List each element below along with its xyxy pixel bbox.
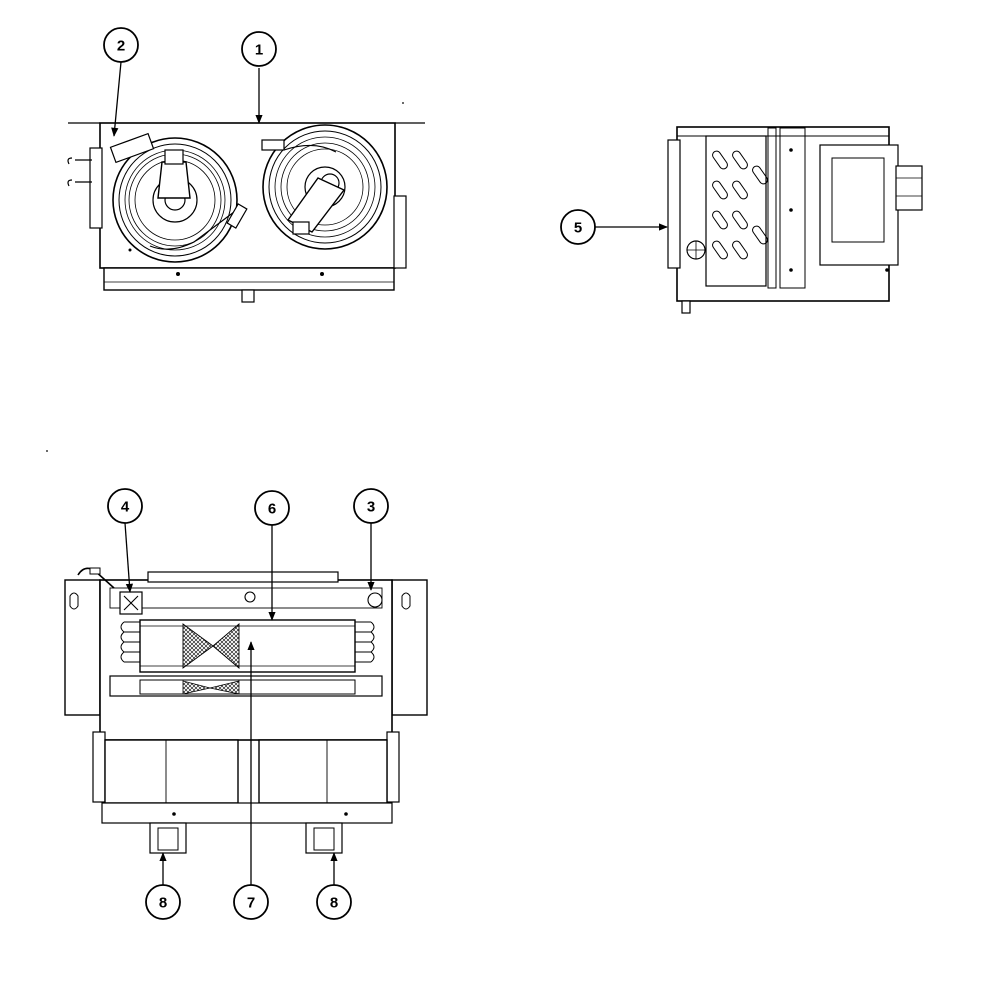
- svg-text:7: 7: [247, 895, 255, 912]
- callout-1: 1: [241, 31, 277, 67]
- svg-text:8: 8: [159, 895, 167, 912]
- callout-5: 5: [560, 209, 596, 245]
- svg-text:3: 3: [367, 499, 375, 516]
- scan-speck: [46, 450, 48, 452]
- callout-8-right: 8: [316, 884, 352, 920]
- coil-return-bends-right: [355, 621, 375, 663]
- svg-text:2: 2: [117, 38, 125, 55]
- callout-2: 2: [103, 27, 139, 63]
- callout-8-left: 8: [145, 884, 181, 920]
- callout-leaders: [111, 61, 668, 885]
- svg-text:8: 8: [330, 895, 338, 912]
- callout-3: 3: [353, 488, 389, 524]
- callout-4: 4: [107, 488, 143, 524]
- svg-text:5: 5: [574, 220, 582, 237]
- slot-pattern: [712, 150, 768, 260]
- coil-return-bends-left: [120, 621, 140, 663]
- callout-6: 6: [254, 490, 290, 526]
- callout-7: 7: [233, 884, 269, 920]
- blower-housing-front-view: [67, 122, 425, 303]
- svg-text:6: 6: [268, 501, 276, 518]
- blower-wheel-left: [109, 132, 248, 263]
- unit-side-view: [667, 126, 923, 314]
- svg-text:4: 4: [121, 499, 130, 516]
- svg-text:1: 1: [255, 42, 263, 59]
- scan-speck: [402, 102, 404, 104]
- evaporator-coil-view: [64, 567, 428, 854]
- blower-wheel-right: [261, 124, 388, 250]
